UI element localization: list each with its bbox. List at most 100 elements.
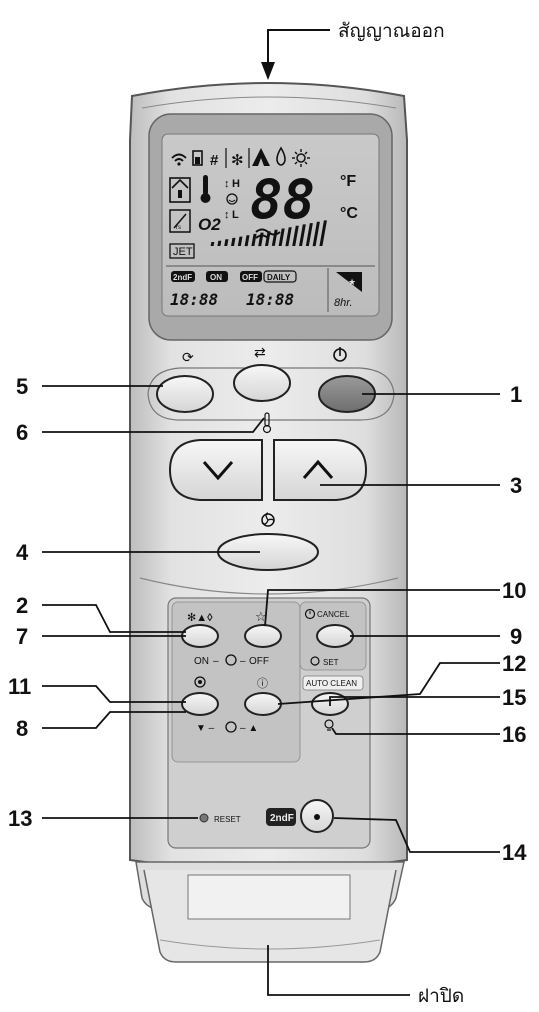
lcd-badge-daily: DAILY: [267, 273, 291, 282]
lcd-thermometer-icon: [200, 175, 211, 203]
cool-mode-icon: ✻: [231, 152, 244, 169]
lcd-high-mark: H: [232, 178, 240, 190]
power-icon: [333, 347, 347, 362]
heat-mode-icon: [292, 149, 310, 167]
grid-icon: #: [210, 152, 219, 169]
swing-icon: ⟳: [182, 349, 194, 365]
callout-lines: [42, 385, 500, 853]
fan-speed-bar: [312, 221, 320, 247]
thermometer-icon: [262, 412, 272, 434]
fan-speed-bar: [278, 228, 285, 246]
temp-up-button[interactable]: [273, 439, 368, 501]
signal-arrow: [261, 29, 330, 80]
fan-speed-bar: [258, 232, 264, 247]
signal-out-label: สัญญาณออก: [338, 20, 445, 42]
callout-8: 8: [16, 716, 28, 741]
callout-2: 2: [16, 593, 28, 618]
reset-button[interactable]: [199, 813, 209, 823]
fan-speed-bar: [210, 242, 215, 246]
set-label: SET: [323, 658, 339, 667]
lcd-badge-on: ON: [210, 273, 222, 282]
lcd-fan-speed-bars: [210, 220, 327, 247]
callout-16: 16: [502, 722, 526, 747]
callout-13: 13: [8, 806, 32, 831]
svg-text:↕: ↕: [224, 178, 230, 190]
lcd-timer-on: 18:88: [170, 290, 218, 309]
auto-mode-icon: [252, 148, 270, 166]
fan-speed-bar: [231, 237, 236, 246]
star-icon: ☆: [255, 609, 267, 624]
lcd-big-digits: 88: [250, 168, 315, 231]
fan-speed-bar: [217, 240, 222, 246]
svg-text:▼ –: ▼ –: [196, 723, 215, 734]
timer-off-label: OFF: [249, 656, 269, 667]
callout-3: 3: [510, 473, 522, 498]
bulb-icon: [324, 719, 334, 731]
jet-icon: [194, 676, 206, 688]
lcd-house-icon: [169, 177, 191, 203]
fan-speed-bar: [237, 236, 243, 247]
callout-7: 7: [16, 624, 28, 649]
fan-speed-bar: [285, 227, 292, 247]
cover-label: ฝาปิด: [418, 985, 464, 1007]
battery-icon: [192, 150, 203, 166]
lcd-leaf-icon: rs: [169, 209, 191, 233]
callout-5: 5: [16, 374, 28, 399]
sleep-button[interactable]: [244, 624, 282, 648]
fan-speed-bar: [299, 224, 306, 246]
callout-6: 6: [16, 420, 28, 445]
mode-select-icon: ✻▲◊: [187, 612, 213, 624]
dry-mode-icon: [276, 146, 286, 166]
lcd-smile-icon: [226, 193, 238, 205]
fan-speed-bar: [292, 225, 299, 247]
lcd-unit-c: °C: [340, 205, 358, 222]
callout-15: 15: [502, 685, 526, 710]
fan-speed-bar: [244, 235, 250, 247]
chevron-up-icon: [302, 459, 334, 479]
svg-text:↕: ↕: [224, 209, 230, 221]
jet-button[interactable]: [181, 692, 219, 716]
cancel-set-button[interactable]: [316, 624, 354, 648]
fan-speed-bar: [271, 229, 278, 246]
lcd-low-mark: L: [232, 209, 239, 221]
lcd-screen: [161, 133, 380, 317]
svg-text:–: –: [213, 656, 219, 667]
svg-text:rs: rs: [176, 225, 181, 231]
fan-speed-bar: [319, 220, 327, 246]
lcd-hr-label: 8hr.: [334, 297, 353, 309]
callout-14: 14: [502, 840, 527, 865]
mode-select-button[interactable]: [181, 624, 219, 648]
lcd-badge-off: OFF: [242, 273, 258, 282]
callout-9: 9: [510, 624, 522, 649]
second-f-label: 2ndF: [270, 813, 294, 824]
callout-10: 10: [502, 578, 526, 603]
fan-icon: [261, 512, 275, 527]
fan-speed-bar: [251, 233, 257, 246]
lcd-badge-2ndf: 2ndF: [173, 273, 192, 282]
lcd-sleep-icon: [336, 272, 362, 292]
fan-speed-bar: [224, 239, 229, 247]
callout-11: 11: [8, 674, 31, 699]
lcd-unit-f: °F: [340, 173, 356, 190]
swing-button[interactable]: [156, 375, 214, 413]
auto-clean-label: AUTO CLEAN: [306, 679, 357, 688]
air-purify-button[interactable]: [244, 692, 282, 716]
fan-speed-bar: [305, 223, 313, 247]
callout-4: 4: [16, 540, 29, 565]
callout-1: 1: [510, 382, 522, 407]
reset-label: RESET: [214, 815, 241, 824]
signal-icon: [171, 153, 187, 166]
cancel-label: CANCEL: [317, 610, 350, 619]
lcd-top-icons: # ✻: [171, 146, 310, 169]
chevron-down-icon: [202, 461, 234, 481]
lcd-o2: O2: [198, 215, 221, 234]
svg-text:–: –: [240, 656, 246, 667]
lcd-jet: JET: [173, 246, 193, 258]
svg-text:– ▲: – ▲: [240, 723, 258, 734]
clock-icon: [304, 608, 316, 620]
svg-text:★: ★: [348, 277, 356, 287]
lcd-timer-off: 18:88: [246, 290, 294, 309]
mode-button[interactable]: [233, 364, 291, 402]
temp-down-button[interactable]: [168, 439, 263, 501]
air-purify-icon: ⓘ: [257, 677, 268, 690]
